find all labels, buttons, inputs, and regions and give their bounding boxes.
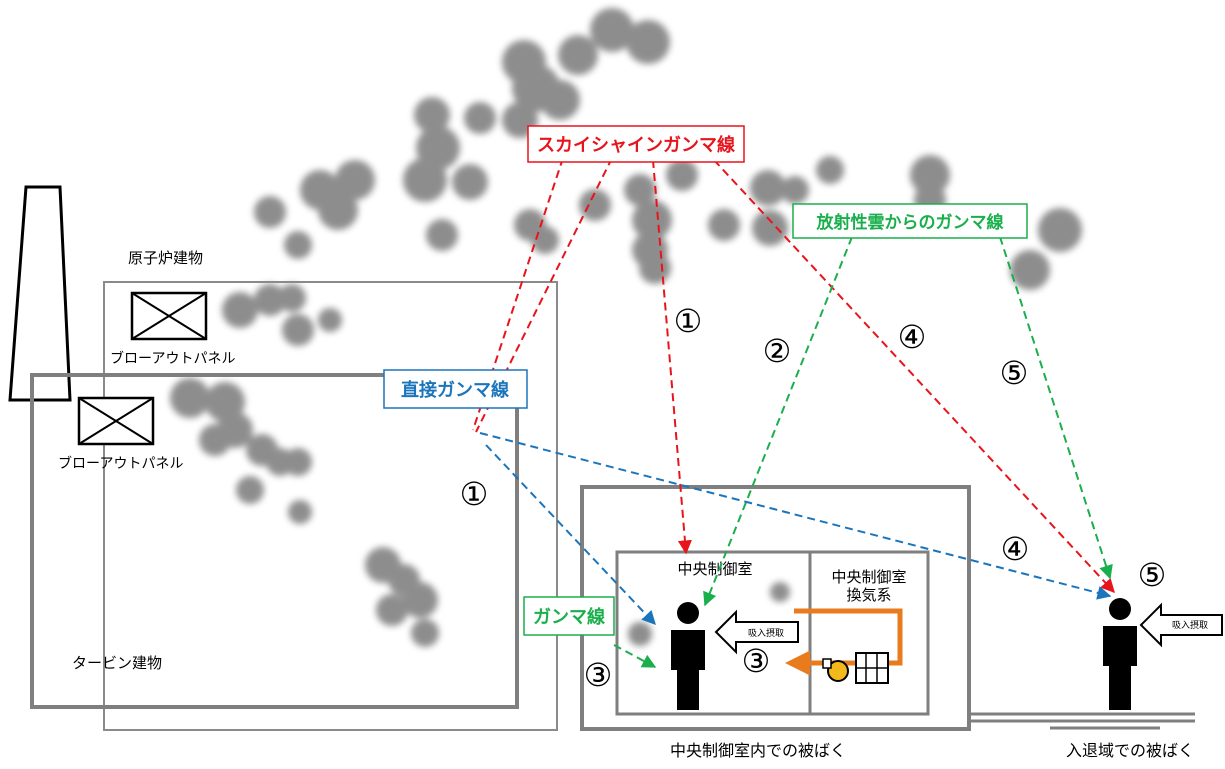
direct-gamma-label: 直接ガンマ線 (401, 379, 509, 401)
intake-label-2: 吸入摂取 (1172, 619, 1208, 631)
person-control-room-icon (671, 602, 705, 710)
ventilation-label-line2: 換気系 (846, 586, 891, 604)
ventilation-label-line1: 中央制御室 (831, 568, 906, 586)
direct-gamma-rays (479, 432, 1112, 626)
turbine-building (30, 373, 519, 709)
marker-5-top: ⑤ (1000, 354, 1029, 392)
ground-line (969, 712, 1195, 730)
blowout-panel-1 (130, 291, 208, 341)
blowout-panel-2 (77, 396, 155, 446)
direct-gamma-label-box: 直接ガンマ線 (383, 369, 528, 409)
skyshine-label-box: スカイシャインガンマ線 (527, 125, 745, 163)
marker-4-top: ④ (898, 318, 927, 356)
gamma-label-box: ガンマ線 (523, 596, 615, 636)
gamma-label: ガンマ線 (533, 606, 605, 628)
exhaust-stack (8, 185, 72, 402)
cloud-gamma-rays (613, 236, 1113, 668)
skyshine-label: スカイシャインガンマ線 (537, 134, 735, 156)
marker-3-left: ③ (584, 656, 613, 694)
cloud-gamma-label: 放射性雲からのガンマ線 (816, 212, 1004, 233)
intake-arrow-1 (714, 609, 799, 655)
marker-1-top: ① (674, 302, 703, 340)
intake-label-1: 吸入摂取 (748, 627, 784, 639)
blowout-panel-label-1: ブローアウトパネル (110, 350, 235, 367)
radioactive-plume (170, 8, 1082, 647)
marker-1-left: ① (460, 475, 489, 513)
turbine-building-label: タービン建物 (72, 654, 162, 672)
marker-4-bottom: ④ (1001, 530, 1030, 568)
filter-icon (855, 652, 889, 684)
person-entry-icon (1103, 598, 1137, 710)
marker-3-right: ③ (742, 642, 771, 680)
reactor-building-label: 原子炉建物 (128, 249, 203, 267)
control-room-label: 中央制御室 (677, 560, 752, 578)
reactor-building (103, 281, 558, 731)
marker-2: ② (763, 332, 792, 370)
marker-5-right: ⑤ (1138, 556, 1167, 594)
blowout-panel-label-2: ブローアウトパネル (58, 455, 183, 472)
intake-arrow-2 (1139, 602, 1223, 648)
caption-entry: 入退域での被ばく (1066, 741, 1194, 760)
fan-icon (822, 658, 849, 682)
cloud-gamma-label-box: 放射性雲からのガンマ線 (792, 203, 1028, 239)
caption-control-room: 中央制御室内での被ばく (670, 741, 846, 760)
